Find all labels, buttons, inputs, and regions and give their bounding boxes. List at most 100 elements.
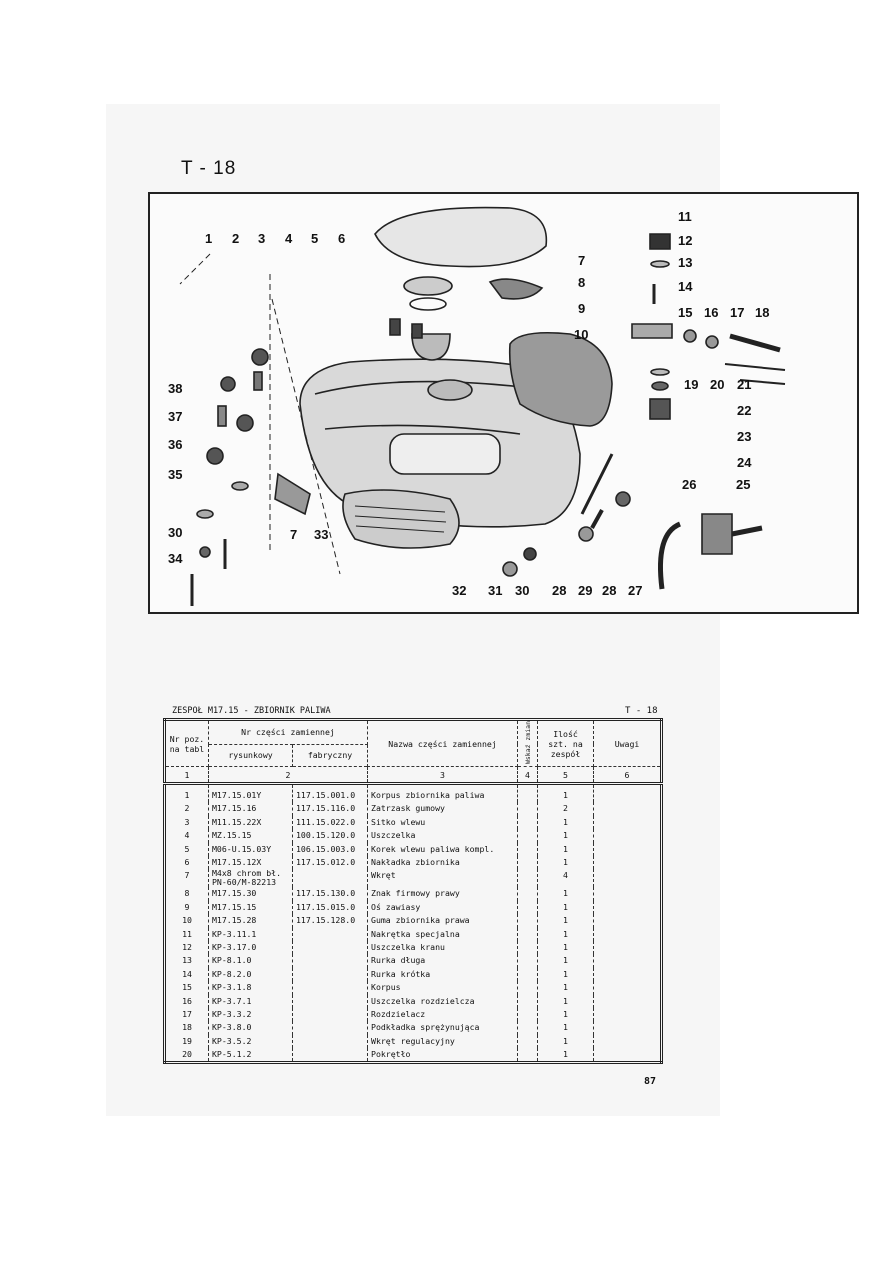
callout-21: 21 xyxy=(737,377,752,392)
row-ilosc: 1 xyxy=(537,887,595,901)
row-wskaz xyxy=(517,869,539,888)
row-rysunkowy: M17.15.12X xyxy=(208,856,293,870)
plate-label: T - 18 xyxy=(181,158,237,179)
row-uwagi xyxy=(593,940,663,955)
row-fabryczny xyxy=(291,981,369,995)
exploded-diagram: 1 2 3 4 5 6 7 8 9 10 11 12 13 14 15 16 1… xyxy=(148,192,859,614)
row-wskaz xyxy=(517,887,539,901)
row-ilosc: 1 xyxy=(537,1034,595,1049)
header-nr-poz: Nr poz. na tabl xyxy=(164,719,209,768)
row-ilosc: 1 xyxy=(537,927,595,941)
row-rysunkowy: KP-8.2.0 xyxy=(208,967,293,982)
row-wskaz xyxy=(517,829,539,843)
header-ilosc: Ilość szt. na zespół xyxy=(537,719,595,768)
callout-29: 29 xyxy=(578,583,593,598)
row-rysunkowy: KP-3.3.2 xyxy=(208,1007,293,1022)
row-wskaz xyxy=(517,842,539,856)
row-uwagi xyxy=(593,815,663,830)
callout-26: 26 xyxy=(682,477,697,492)
row-nr-poz: 2 xyxy=(164,802,209,816)
row-rysunkowy: KP-3.7.1 xyxy=(208,994,293,1008)
row-ilosc: 1 xyxy=(537,842,595,856)
col-number: 5 xyxy=(537,766,595,786)
row-ilosc: 1 xyxy=(537,1021,595,1035)
row-fabryczny: 117.15.128.0 xyxy=(291,914,369,928)
callout-38: 38 xyxy=(168,381,183,396)
callout-27: 27 xyxy=(628,583,643,598)
callout-28a: 28 xyxy=(552,583,567,598)
row-nr-poz: 14 xyxy=(164,967,209,982)
callout-25: 25 xyxy=(736,477,751,492)
row-fabryczny xyxy=(291,1048,369,1063)
row-nazwa: Podkładka sprężynująca xyxy=(367,1021,519,1035)
row-ilosc: 1 xyxy=(537,940,595,955)
row-uwagi xyxy=(593,783,663,803)
callout-18: 18 xyxy=(755,305,770,320)
col-number: 2 xyxy=(207,766,369,786)
row-fabryczny: 111.15.022.0 xyxy=(291,815,369,830)
row-nr-poz: 17 xyxy=(164,1007,209,1022)
row-nr-poz: 16 xyxy=(164,994,209,1008)
row-fabryczny: 100.15.120.0 xyxy=(291,829,369,843)
row-nazwa: Korpus zbiornika paliwa xyxy=(367,783,519,803)
header-wskaz-zmian: Wskaź zmian xyxy=(517,719,539,768)
callout-32: 32 xyxy=(452,583,467,598)
row-rysunkowy: M11.15.22X xyxy=(208,815,293,830)
row-fabryczny: 117.15.116.0 xyxy=(291,802,369,816)
callout-20: 20 xyxy=(710,377,725,392)
row-rysunkowy: M17.15.28 xyxy=(208,914,293,928)
row-uwagi xyxy=(593,967,663,982)
callout-1: 1 xyxy=(205,231,213,246)
col-number: 4 xyxy=(517,766,539,786)
row-ilosc: 1 xyxy=(537,954,595,968)
tank-cover xyxy=(374,206,548,268)
row-uwagi xyxy=(593,856,663,870)
row-nazwa: Rurka długa xyxy=(367,954,519,968)
callout-9: 9 xyxy=(578,301,586,316)
row-nazwa: Nakrętka specjalna xyxy=(367,927,519,941)
row-fabryczny: 117.15.001.0 xyxy=(291,783,369,803)
callout-35: 35 xyxy=(168,467,183,482)
row-ilosc: 1 xyxy=(537,994,595,1008)
row-ilosc: 2 xyxy=(537,802,595,816)
row-wskaz xyxy=(517,802,539,816)
row-uwagi xyxy=(593,1007,663,1022)
row-wskaz xyxy=(517,1007,539,1022)
row-wskaz xyxy=(517,940,539,955)
row-nr-poz: 18 xyxy=(164,1021,209,1035)
callout-13: 13 xyxy=(678,255,693,270)
row-uwagi xyxy=(593,802,663,816)
row-nazwa: Korpus xyxy=(367,981,519,995)
row-nazwa: Znak firmowy prawy xyxy=(367,887,519,901)
row-rysunkowy: M17.15.15 xyxy=(208,900,293,915)
row-nr-poz: 10 xyxy=(164,914,209,928)
row-fabryczny xyxy=(291,1034,369,1049)
row-nazwa: Wkręt xyxy=(367,869,519,888)
row-nazwa: Uszczelka xyxy=(367,829,519,843)
row-wskaz xyxy=(517,900,539,915)
row-fabryczny xyxy=(291,967,369,982)
row-ilosc: 1 xyxy=(537,829,595,843)
callout-28b: 28 xyxy=(602,583,617,598)
row-nazwa: Oś zawiasy xyxy=(367,900,519,915)
row-nr-poz: 6 xyxy=(164,856,209,870)
row-wskaz xyxy=(517,994,539,1008)
row-rysunkowy: KP-3.1.8 xyxy=(208,981,293,995)
row-fabryczny: 106.15.003.0 xyxy=(291,842,369,856)
row-ilosc: 4 xyxy=(537,869,595,888)
page-number: 87 xyxy=(644,1076,657,1087)
row-rysunkowy: KP-3.8.0 xyxy=(208,1021,293,1035)
